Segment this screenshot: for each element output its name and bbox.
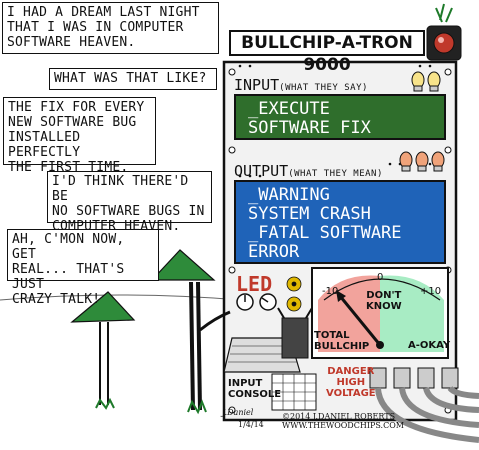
radiation-icon xyxy=(286,276,302,312)
speech-bubble-1: I HAD A DREAM LAST NIGHT THAT I WAS IN C… xyxy=(2,2,219,54)
input-label: INPUT xyxy=(234,76,280,94)
output-sub-label: (WHAT THEY MEAN) xyxy=(288,169,383,179)
speech-bubble-4: I'D THINK THERE'D BE NO SOFTWARE BUGS IN… xyxy=(47,171,212,234)
output-bulb-icons xyxy=(399,151,445,172)
input-sub-label: (WHAT THEY SAY) xyxy=(279,83,368,93)
gauge-min-label: -10 xyxy=(322,286,339,297)
output-label: OUTPUT xyxy=(234,162,289,180)
gauge-right-label: A-OKAY xyxy=(408,340,451,351)
speech-bubble-3: THE FIX FOR EVERY NEW SOFTWARE BUG INSTA… xyxy=(3,97,156,175)
tree-character-left xyxy=(70,291,136,410)
speech-bubble-5: AH, C'MON NOW, GET REAL... THAT'S JUST C… xyxy=(7,229,159,307)
input-panel: _EXECUTE SOFTWARE FIX xyxy=(234,94,446,140)
danger-label: DANGER HIGH VOLTAGE xyxy=(326,366,376,399)
website-label: WWW.THEWOODCHIPS.COM xyxy=(282,421,404,430)
tree-character-right xyxy=(150,249,231,415)
signature: J.Daniel xyxy=(222,408,254,417)
output-section-label: OUTPUT(WHAT THEY MEAN) xyxy=(234,162,383,180)
machine-title: BULLCHIP-A-TRON 9000 xyxy=(229,30,425,75)
gauge-mid-label: DON'T KNOW xyxy=(366,290,402,312)
ground xyxy=(0,294,241,301)
bullchip-gauge xyxy=(311,267,449,359)
bull-figure xyxy=(277,307,313,359)
copyright-label: ©2014 J.DANIEL ROBERTS xyxy=(282,412,396,421)
console-label: INPUT CONSOLE xyxy=(228,378,282,400)
led-label: LED xyxy=(236,272,273,296)
alarm-light-icon xyxy=(426,3,462,61)
input-section-label: INPUT(WHAT THEY SAY) xyxy=(234,76,368,94)
power-cables xyxy=(369,367,479,443)
gauge-zero-label: 0 xyxy=(377,272,384,283)
control-dial-icons xyxy=(236,293,277,311)
speech-bubble-2: WHAT WAS THAT LIKE? xyxy=(49,68,217,90)
gauge-max-label: +10 xyxy=(420,286,442,297)
output-panel: _WARNING SYSTEM CRASH _FATAL SOFTWARE ER… xyxy=(234,180,446,264)
gauge-left-label: TOTAL BULLCHIP xyxy=(314,330,370,352)
date-label: 1/4/14 xyxy=(238,420,264,429)
input-bulb-icons xyxy=(411,71,441,92)
